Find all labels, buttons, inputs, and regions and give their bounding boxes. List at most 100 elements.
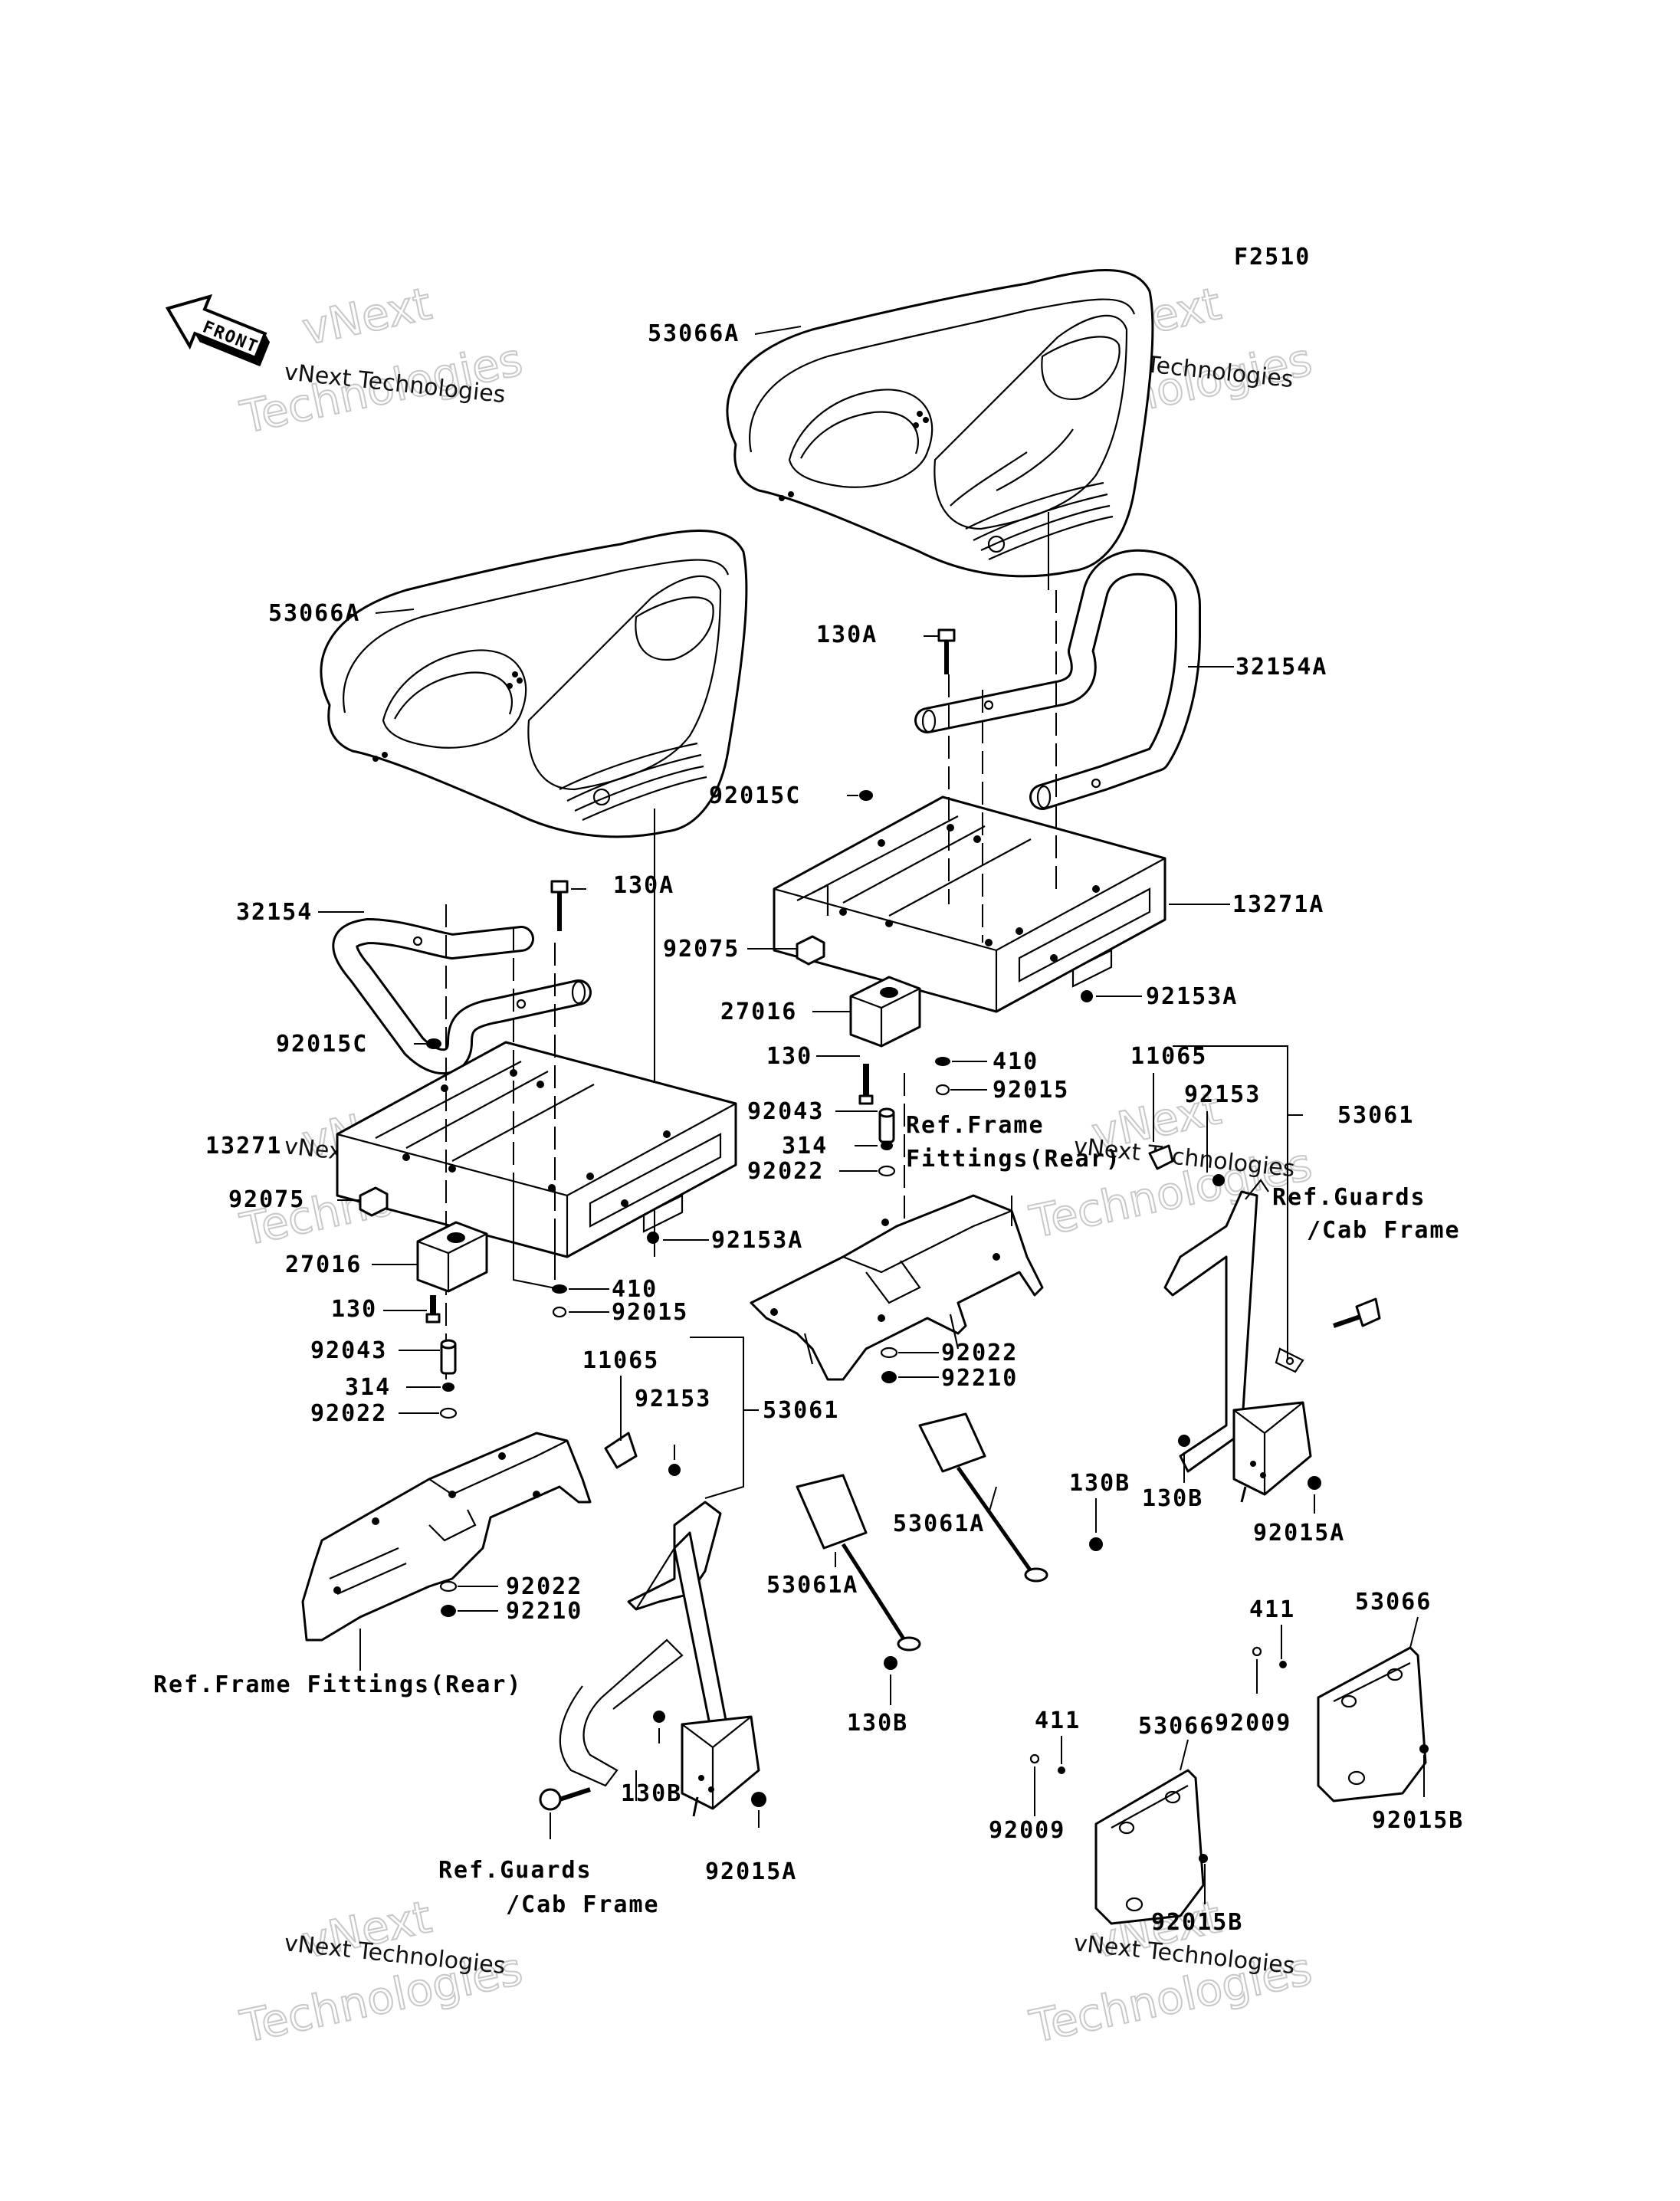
bolt-130b-left-3 xyxy=(653,1711,665,1723)
label-pin-92043-right: 92043 xyxy=(747,1098,824,1125)
buckle-53061a-left xyxy=(796,1474,921,1652)
label-bolt-92153-left: 92153 xyxy=(635,1386,711,1412)
seat-belt-right xyxy=(1163,1179,1312,1503)
label-screw-411-left: 411 xyxy=(1035,1707,1081,1734)
label-screw-92009-left: 92009 xyxy=(989,1817,1065,1844)
label-seat-belt-right: 53061 xyxy=(1337,1102,1414,1129)
label-grab-bar-right: 32154A xyxy=(1235,654,1327,681)
label-nut-92210-right: 92210 xyxy=(941,1365,1018,1392)
washer-92022-right-bottom xyxy=(880,1347,898,1359)
label-nut-92015a-left: 92015A xyxy=(705,1858,797,1885)
nut-92015-right xyxy=(935,1084,950,1096)
nut-92153a-right xyxy=(1081,990,1093,1002)
label-nut-92015b-right: 92015B xyxy=(1372,1807,1464,1834)
label-washer-92022-right-bottom: 92022 xyxy=(941,1340,1018,1366)
washer-92022-left-bottom xyxy=(439,1580,458,1593)
label-buckle-53061a-center: 53061A xyxy=(893,1511,985,1537)
label-cover-11065-left: 11065 xyxy=(582,1347,659,1374)
side-pad-left xyxy=(1094,1769,1205,1925)
label-clip-92015c-right: 92015C xyxy=(709,782,801,809)
label-ref-guards-right-1: Ref.Guards xyxy=(1272,1184,1426,1211)
label-collar-314-right: 314 xyxy=(782,1133,828,1160)
label-ref-guards-left-2: /Cab Frame xyxy=(506,1891,660,1918)
watermark: vNext Technologies vNext Technologies xyxy=(235,1890,528,2054)
label-nut-92015-left: 92015 xyxy=(612,1299,688,1326)
seat-left xyxy=(320,530,748,1257)
seat-base-left xyxy=(336,1041,737,1258)
assembly-guide-lines xyxy=(445,590,1057,1379)
label-bolt-130b-1: 130B xyxy=(1142,1485,1203,1512)
label-seat-right: 53066A xyxy=(648,320,740,347)
label-washer-410-left: 410 xyxy=(612,1276,658,1303)
grab-bar-right xyxy=(914,549,1201,810)
label-bolt-130b-2: 130B xyxy=(1069,1470,1130,1497)
block-92075-right xyxy=(796,935,825,966)
label-screw-92009-right: 92009 xyxy=(1215,1710,1291,1737)
label-washer-92022-right-top: 92022 xyxy=(747,1158,824,1185)
label-bolt-130a-right: 130A xyxy=(816,622,878,648)
bolt-92153-left xyxy=(668,1464,681,1476)
bracket-27016-right xyxy=(849,976,921,1048)
label-bolt-92153-right: 92153 xyxy=(1184,1081,1261,1108)
screw-411-right xyxy=(1279,1661,1287,1668)
label-pad-53066-right: 53066 xyxy=(1355,1589,1432,1615)
nut-92153a-left xyxy=(647,1232,659,1244)
label-clip-92015c-left: 92015C xyxy=(276,1031,368,1058)
label-washer-410-right: 410 xyxy=(993,1048,1039,1075)
label-ref-guards-left-1: Ref.Guards xyxy=(438,1857,592,1884)
bolt-130b-2 xyxy=(1089,1537,1103,1551)
collar-314-left xyxy=(442,1383,454,1392)
label-bolt-130b-4: 130B xyxy=(847,1710,908,1737)
part-labels: 53066A 53066A 130A 32154A 92015C 130A 13… xyxy=(153,320,1464,1936)
label-seat-left: 53066A xyxy=(268,600,360,627)
label-seat-base-left: 13271 xyxy=(205,1133,282,1160)
label-bolt-130-right: 130 xyxy=(766,1043,812,1070)
label-bracket-27016-left: 27016 xyxy=(285,1251,362,1278)
side-pad-right xyxy=(1317,1646,1427,1802)
nut-92015a-left xyxy=(751,1792,766,1807)
label-ref-guards-right-2: /Cab Frame xyxy=(1307,1217,1461,1244)
washer-92022-left-top xyxy=(439,1407,458,1419)
bolt-130a-left xyxy=(550,880,569,931)
label-collar-314-left: 314 xyxy=(345,1374,391,1401)
buckle-53061a-center xyxy=(918,1412,1048,1583)
label-ref-frame-left: Ref.Frame Fittings(Rear) xyxy=(153,1671,522,1698)
label-ref-frame-right-1: Ref.Frame xyxy=(906,1112,1045,1139)
label-pin-92043-left: 92043 xyxy=(310,1337,387,1364)
label-nut-92015b-left: 92015B xyxy=(1151,1909,1243,1936)
label-pad-53066-left: 53066 xyxy=(1138,1713,1215,1740)
front-arrow-icon: FRONT xyxy=(165,294,271,367)
cover-11065-right xyxy=(1148,1144,1174,1170)
label-washer-92022-left-bottom: 92022 xyxy=(506,1573,582,1600)
screw-92009-right xyxy=(1252,1646,1262,1657)
bolt-130b-right-1 xyxy=(1178,1435,1190,1447)
screw-92009-left xyxy=(1029,1753,1040,1764)
washer-410-right xyxy=(935,1057,950,1066)
bolt-130a-right xyxy=(937,628,956,674)
figure-code: F2510 xyxy=(1234,244,1311,271)
bolt-guards-left xyxy=(539,1787,591,1811)
pin-92043-right xyxy=(878,1107,895,1143)
label-bolt-130b-3: 130B xyxy=(621,1780,682,1807)
bolt-92153-right xyxy=(1212,1174,1225,1186)
clip-92015c-left xyxy=(426,1038,441,1049)
nut-92015b-right xyxy=(1419,1744,1429,1753)
seat-base-right xyxy=(773,795,1166,1013)
bolt-130-right xyxy=(858,1064,874,1105)
label-seat-belt-left: 53061 xyxy=(763,1397,839,1424)
nut-92015b-left xyxy=(1199,1854,1208,1863)
label-nut-92153a-right: 92153A xyxy=(1146,983,1238,1010)
label-washer-92022-left-top: 92022 xyxy=(310,1400,387,1427)
mount-bracket-left xyxy=(301,1432,592,1642)
label-nut-92210-left: 92210 xyxy=(506,1598,582,1625)
label-bracket-27016-right: 27016 xyxy=(720,999,797,1025)
clip-92015c-right xyxy=(859,790,873,801)
bolt-130b-4 xyxy=(884,1656,897,1670)
label-grab-bar-left: 32154 xyxy=(236,899,313,926)
label-block-92075-right: 92075 xyxy=(663,936,740,963)
label-bolt-130a-left: 130A xyxy=(613,872,674,899)
nut-92015a-right xyxy=(1308,1476,1321,1490)
label-nut-92015-right: 92015 xyxy=(993,1077,1069,1104)
